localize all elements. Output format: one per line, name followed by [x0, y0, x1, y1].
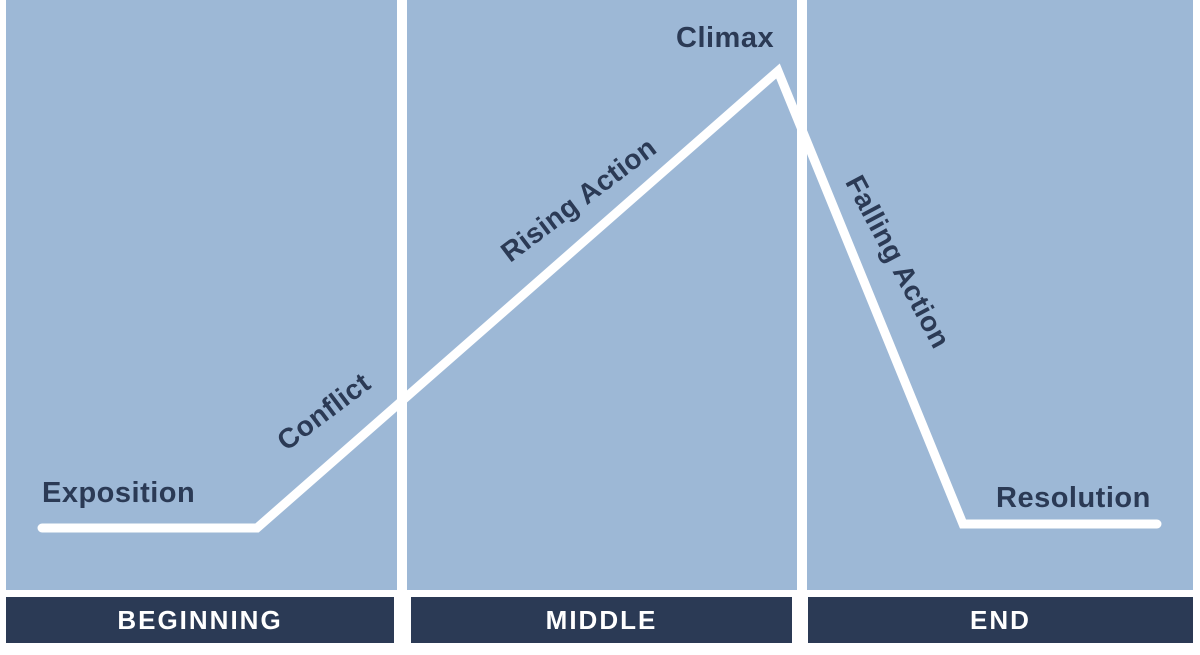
label-resolution: Resolution	[996, 482, 1151, 514]
section-bar-beginning: BEGINNING	[6, 597, 394, 643]
section-label-middle: MIDDLE	[545, 604, 658, 635]
label-exposition: Exposition	[42, 477, 196, 509]
section-bar-middle: MIDDLE	[411, 597, 792, 643]
section-bar-end: END	[808, 597, 1193, 643]
section-label-beginning: BEGINNING	[117, 604, 283, 635]
label-climax: Climax	[676, 22, 775, 54]
panel-middle	[407, 0, 797, 590]
section-label-end: END	[970, 604, 1031, 635]
